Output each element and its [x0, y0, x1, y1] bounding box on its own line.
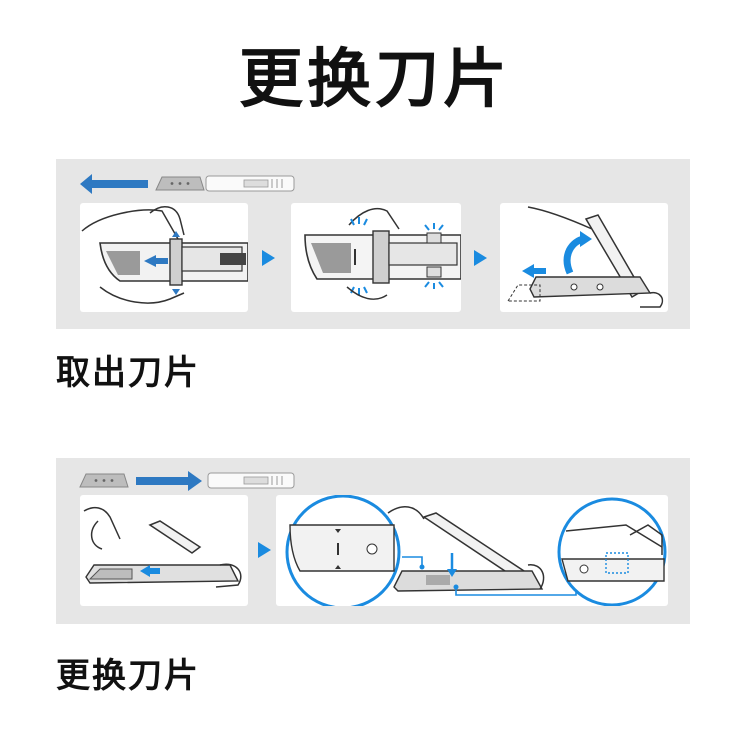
- triangle-right-icon: [258, 542, 271, 558]
- cutter-icon: [205, 175, 295, 192]
- replace-blade-caption: 更换刀片: [56, 656, 200, 696]
- press-release-illustration: [304, 207, 461, 300]
- slide-slider-illustration: [81, 206, 248, 304]
- remove-blade-section: [56, 159, 690, 329]
- zoom-circle-left: [285, 495, 401, 606]
- arrow-left-icon: [80, 174, 148, 194]
- lift-blade-illustration: [507, 206, 664, 308]
- remove-header-strip: [80, 174, 295, 194]
- arrow-right-icon: [136, 471, 202, 491]
- insert-blade-illustration: [83, 506, 242, 588]
- replace-blade-section: [56, 458, 690, 624]
- triangle-right-icon: [474, 250, 487, 266]
- remove-step-2-panel: [291, 203, 461, 312]
- remove-step-3-panel: [500, 203, 668, 312]
- cutter-icon: [207, 472, 295, 489]
- remove-blade-caption: 取出刀片: [56, 353, 200, 393]
- seat-blade-illustration: [285, 495, 667, 606]
- remove-step-1-panel: [80, 203, 248, 312]
- blade-icon: [155, 176, 205, 191]
- replace-header-strip: [79, 471, 295, 491]
- triangle-right-icon: [262, 250, 275, 266]
- blade-icon: [79, 473, 129, 488]
- cutter-open-illustration: [387, 506, 577, 596]
- zoom-circle-right: [557, 497, 667, 606]
- replace-step-1-panel: [80, 495, 248, 606]
- page-title: 更换刀片: [239, 43, 511, 117]
- replace-step-2-panel: [276, 495, 668, 606]
